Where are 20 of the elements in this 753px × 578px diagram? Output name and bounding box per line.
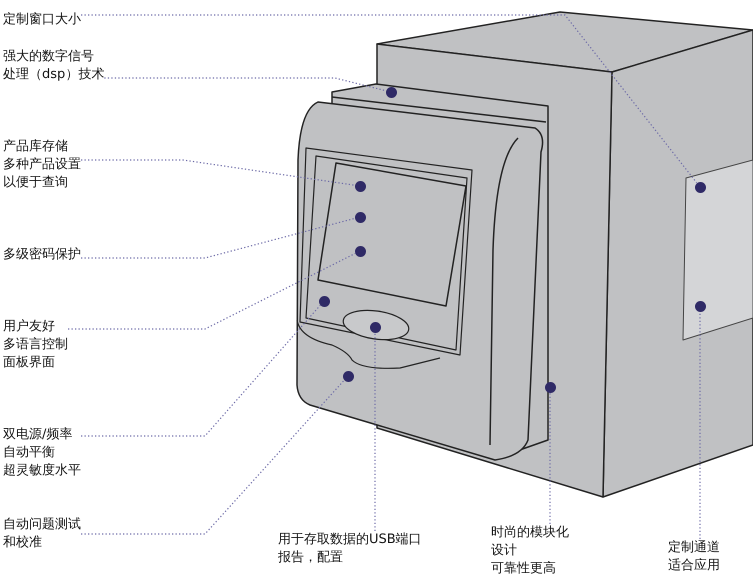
leader-line bbox=[81, 218, 355, 259]
callout-text: 用于存取数据的USB端口报告，配置 bbox=[278, 531, 422, 567]
leader-line bbox=[81, 159, 355, 186]
leader-line bbox=[68, 252, 356, 330]
callout-text: 定制通道适合应用 bbox=[668, 539, 720, 575]
callout-text: 双电源/频率自动平衡超灵敏度水平 bbox=[3, 426, 81, 480]
callout-text: 强大的数字信号处理（dsp）技术 bbox=[3, 48, 104, 84]
leader-line bbox=[81, 380, 345, 535]
leader-line bbox=[549, 392, 551, 524]
leader-line bbox=[81, 304, 321, 437]
callout-text: 产品库存储多种产品设置以便于查询 bbox=[3, 138, 81, 192]
leader-line bbox=[374, 332, 376, 531]
callout-text: 用户友好多语言控制面板界面 bbox=[3, 318, 68, 372]
leader-line bbox=[104, 77, 386, 92]
callout-text: 定制窗口大小 bbox=[3, 11, 81, 29]
callout-text: 时尚的模块化设计可靠性更高 bbox=[491, 524, 569, 578]
callout-text: 多级密码保护 bbox=[3, 246, 81, 264]
leader-line bbox=[81, 14, 698, 184]
callout-text: 自动问题测试和校准 bbox=[3, 516, 81, 552]
leader-line bbox=[699, 312, 701, 539]
